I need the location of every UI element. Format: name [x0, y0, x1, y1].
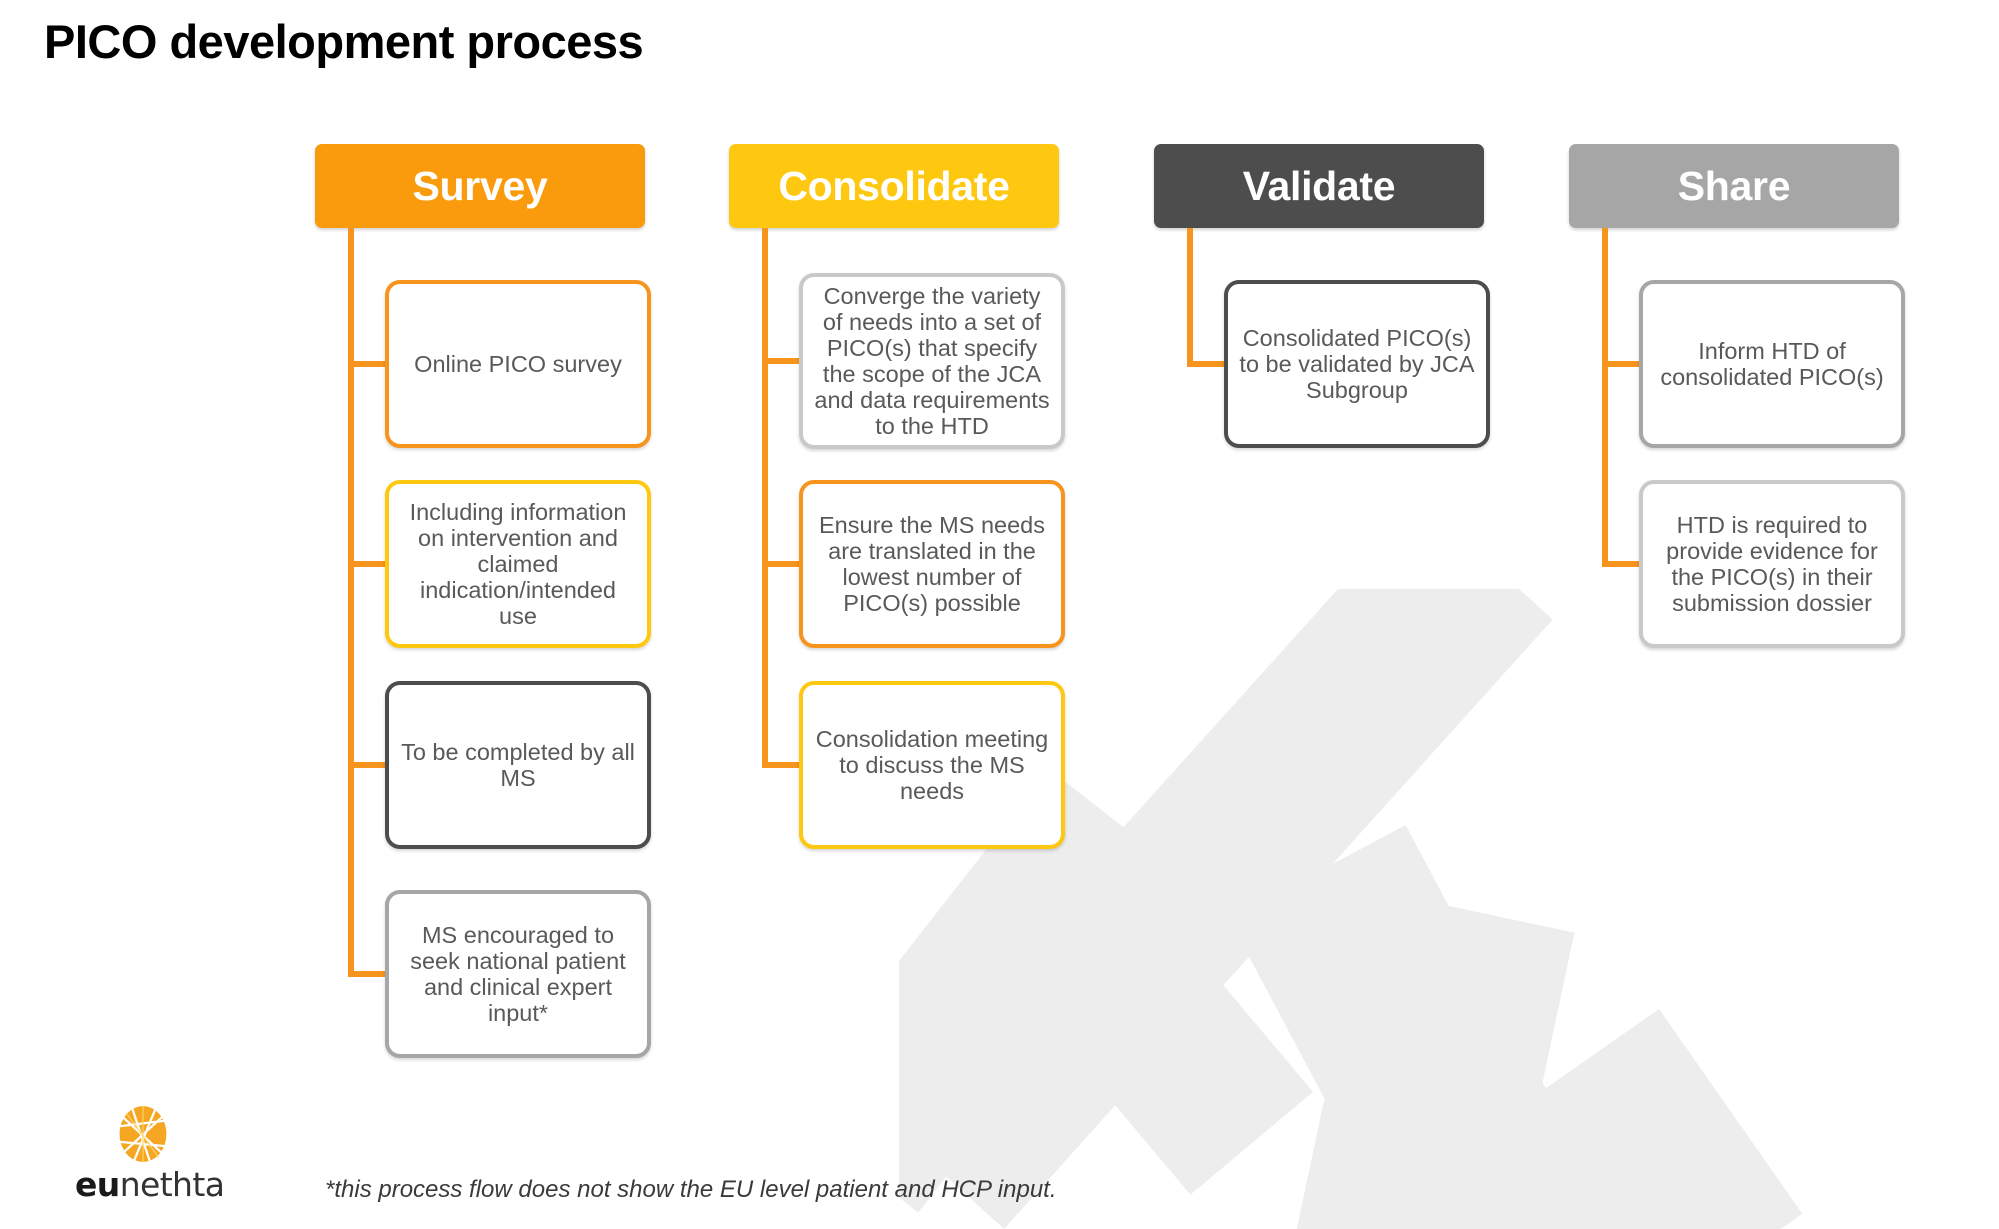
column-header-validate[interactable]: Validate [1154, 144, 1484, 228]
watermark-shape [1271, 889, 1575, 1229]
connector-branch [348, 762, 394, 768]
connector-branch [762, 561, 808, 567]
process-node-validate-1[interactable]: Consolidated PICO(s) to be validated by … [1224, 280, 1490, 448]
connector-branch [1602, 361, 1648, 367]
eunethta-wordmark: eunethta [75, 1165, 225, 1204]
process-node-label: Consolidated PICO(s) to be validated by … [1239, 325, 1475, 403]
connector-branch [348, 971, 394, 977]
process-node-consolidate-1[interactable]: Converge the variety of needs into a set… [799, 273, 1065, 449]
process-node-consolidate-2[interactable]: Ensure the MS needs are translated in th… [799, 480, 1065, 648]
process-node-survey-1[interactable]: Online PICO survey [385, 280, 651, 448]
connector-spine-share [1602, 228, 1608, 564]
connector-spine-validate [1187, 228, 1193, 364]
process-node-share-2[interactable]: HTD is required to provide evidence for … [1639, 480, 1905, 648]
process-node-share-1[interactable]: Inform HTD of consolidated PICO(s) [1639, 280, 1905, 448]
eunethta-logo: eunethta [75, 1105, 225, 1204]
column-header-survey[interactable]: Survey [315, 144, 645, 228]
connector-branch [348, 361, 394, 367]
process-node-label: Ensure the MS needs are translated in th… [819, 512, 1045, 616]
footnote-text: *this process flow does not show the EU … [325, 1176, 1057, 1203]
column-header-label: Share [1677, 162, 1791, 209]
process-node-survey-3[interactable]: To be completed by all MS [385, 681, 651, 849]
connector-branch [1602, 561, 1648, 567]
process-node-survey-4[interactable]: MS encouraged to seek national patient a… [385, 890, 651, 1058]
column-header-label: Validate [1242, 162, 1396, 209]
process-node-label: HTD is required to provide evidence for … [1666, 512, 1878, 616]
process-node-label: Converge the variety of needs into a set… [814, 283, 1050, 439]
column-header-label: Consolidate [778, 162, 1010, 209]
connector-spine-survey [348, 228, 354, 974]
eunethta-globe-icon [118, 1106, 167, 1162]
connector-branch [762, 762, 808, 768]
connector-branch [762, 358, 808, 364]
logo-text-suffix: nethta [119, 1165, 225, 1204]
logo-text-prefix: eu [75, 1165, 120, 1204]
watermark-shape [1229, 825, 1669, 1229]
connector-branch [348, 561, 394, 567]
process-node-label: Consolidation meeting to discuss the MS … [815, 726, 1049, 804]
process-node-label: Inform HTD of consolidated PICO(s) [1660, 338, 1884, 390]
connector-branch [1187, 361, 1233, 367]
process-node-label: MS encouraged to seek national patient a… [410, 922, 626, 1026]
watermark-shape [1413, 1009, 1803, 1229]
column-nodes-validate: Consolidated PICO(s) to be validated by … [1154, 228, 1490, 568]
process-node-label: To be completed by all MS [401, 739, 635, 791]
column-nodes-share: Inform HTD of consolidated PICO(s) HTD is… [1569, 228, 1905, 768]
page-title: PICO development process [44, 15, 644, 68]
column-nodes-consolidate: Converge the variety of needs into a set… [729, 228, 1065, 969]
column-header-share[interactable]: Share [1569, 144, 1899, 228]
column-header-label: Survey [412, 162, 548, 209]
process-node-label: Including information on intervention an… [409, 499, 627, 629]
column-header-consolidate[interactable]: Consolidate [729, 144, 1059, 228]
process-node-label: Online PICO survey [414, 351, 622, 377]
process-node-consolidate-3[interactable]: Consolidation meeting to discuss the MS … [799, 681, 1065, 849]
process-node-survey-2[interactable]: Including information on intervention an… [385, 480, 651, 648]
connector-spine-consolidate [762, 228, 768, 765]
